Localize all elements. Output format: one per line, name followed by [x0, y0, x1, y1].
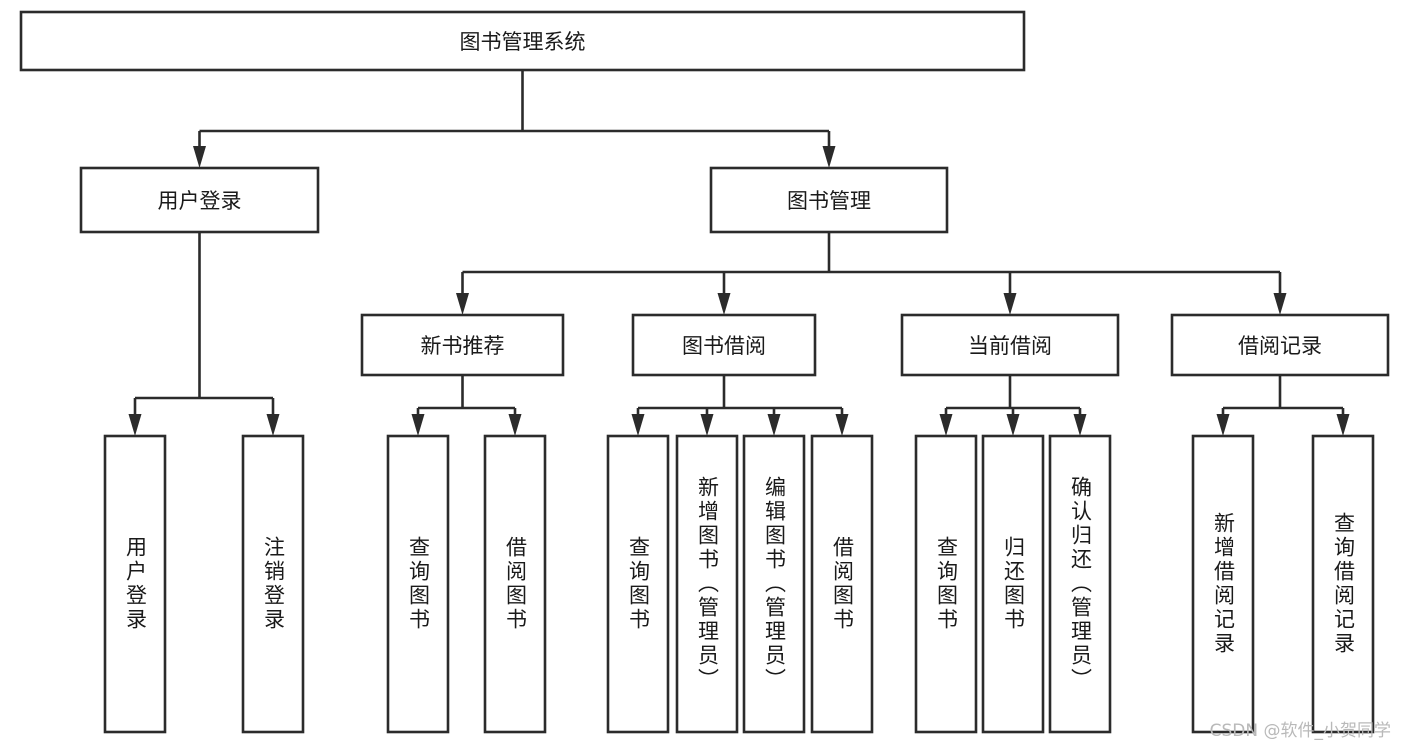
node-box-leaf-borrow-query-book[interactable] — [606, 434, 670, 734]
node-box-user-login[interactable] — [79, 166, 320, 234]
node-box-leaf-user-logout[interactable] — [241, 434, 305, 734]
arrow-head-icon — [1336, 414, 1350, 436]
node-box-borrow-record[interactable] — [1170, 313, 1390, 377]
node-box-leaf-rec-query-record[interactable] — [1311, 434, 1375, 734]
arrow-head-icon — [456, 293, 469, 315]
edge-group-current-borrow — [939, 375, 1087, 436]
edge-group-book-manage — [456, 232, 1287, 315]
node-box-book-manage[interactable] — [709, 166, 949, 234]
node-box-root[interactable] — [19, 10, 1026, 72]
arrow-head-icon — [411, 414, 425, 436]
arrow-head-icon — [1073, 414, 1087, 436]
node-box-leaf-borrow-add-book[interactable] — [675, 434, 739, 734]
node-label-book-manage: 图书管理 — [787, 189, 871, 213]
arrow-head-icon — [631, 414, 645, 436]
edge-group-book-borrow — [631, 375, 849, 436]
arrow-head-icon — [266, 414, 280, 436]
node-box-leaf-borrow-borrow-book[interactable] — [810, 434, 874, 734]
arrow-head-icon — [939, 414, 953, 436]
node-box-leaf-user-login[interactable] — [103, 434, 167, 734]
arrow-head-icon — [508, 414, 522, 436]
node-box-leaf-cur-confirm-return[interactable] — [1048, 434, 1112, 734]
node-box-leaf-rec-add-record[interactable] — [1191, 434, 1255, 734]
node-box-leaf-rec-query-book[interactable] — [386, 434, 450, 734]
edge-layer — [128, 70, 1350, 436]
arrow-head-icon — [128, 414, 142, 436]
edge-group-borrow-record — [1216, 375, 1350, 436]
node-box-leaf-rec-borrow-book[interactable] — [483, 434, 547, 734]
arrow-head-icon — [1003, 293, 1017, 315]
edge-group-root — [193, 70, 836, 168]
arrow-head-icon — [1273, 293, 1287, 315]
node-label-borrow-record: 借阅记录 — [1238, 334, 1322, 358]
arrow-head-icon — [193, 146, 206, 168]
arrow-head-icon — [700, 414, 714, 436]
edge-group-user-login — [128, 232, 280, 436]
box-layer — [19, 10, 1390, 734]
arrow-head-icon — [767, 414, 781, 436]
arrow-head-icon — [717, 293, 731, 315]
arrow-head-icon — [822, 146, 836, 168]
node-label-root: 图书管理系统 — [460, 30, 586, 54]
node-box-leaf-borrow-edit-book[interactable] — [742, 434, 806, 734]
node-box-book-borrow[interactable] — [631, 313, 817, 377]
node-label-new-book-rec: 新书推荐 — [421, 334, 505, 358]
watermark: CSDN @软件_小贺同学 — [1209, 721, 1391, 741]
node-label-current-borrow: 当前借阅 — [968, 334, 1052, 358]
node-box-new-book-rec[interactable] — [360, 313, 565, 377]
arrow-head-icon — [835, 414, 849, 436]
node-box-leaf-cur-query-book[interactable] — [914, 434, 978, 734]
node-box-current-borrow[interactable] — [900, 313, 1120, 377]
node-label-user-login: 用户登录 — [158, 189, 242, 213]
node-label-book-borrow: 图书借阅 — [682, 334, 766, 358]
node-box-leaf-cur-return-book[interactable] — [981, 434, 1045, 734]
arrow-head-icon — [1006, 414, 1020, 436]
arrow-head-icon — [1216, 414, 1230, 436]
edge-group-new-book-rec — [411, 375, 522, 436]
